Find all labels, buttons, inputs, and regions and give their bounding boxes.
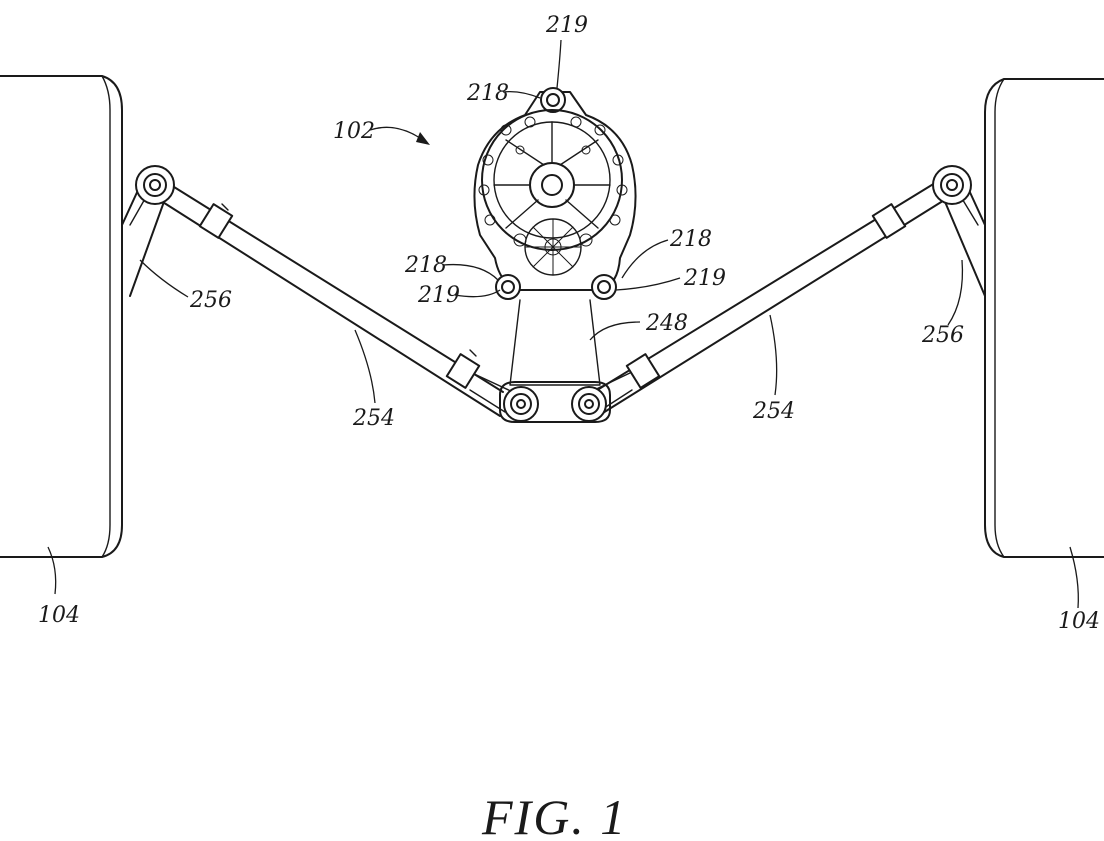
drive-unit: [474, 88, 635, 299]
label-218-right: 218: [669, 227, 712, 252]
label-219-left: 219: [417, 283, 460, 308]
label-219-top: 219: [545, 13, 588, 38]
label-218-left: 218: [404, 253, 447, 278]
label-102: 102: [333, 119, 375, 144]
label-256-left: 256: [189, 288, 232, 313]
left-wheel: [0, 76, 122, 557]
label-254-left: 254: [352, 406, 395, 431]
right-wheel: [985, 79, 1104, 557]
label-218-top: 218: [466, 81, 509, 106]
figure-caption: FIG. 1: [481, 789, 627, 841]
label-104-left: 104: [38, 603, 80, 628]
label-104-right: 104: [1058, 609, 1100, 634]
label-219-right: 219: [683, 266, 726, 291]
right-control-arm: [588, 166, 971, 416]
label-254-right: 254: [752, 399, 795, 424]
center-bracket: [500, 300, 610, 422]
label-248: 248: [645, 311, 688, 336]
label-256-right: 256: [921, 323, 964, 348]
